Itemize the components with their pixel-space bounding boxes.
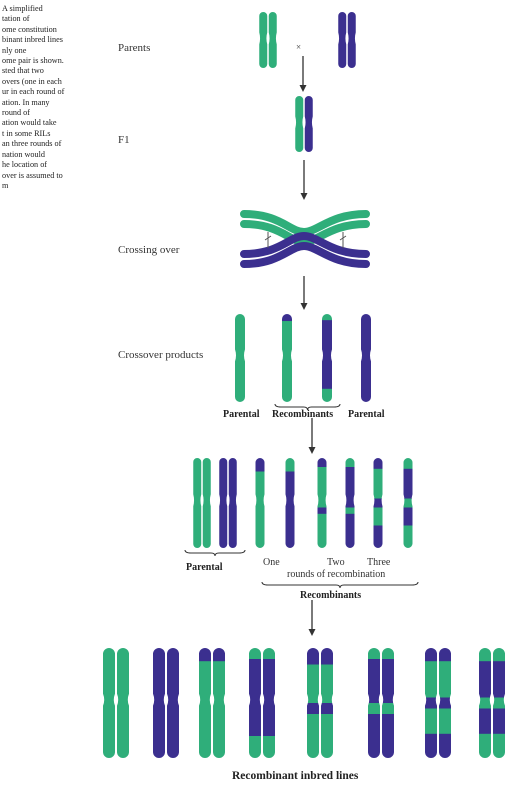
chromatid	[478, 648, 492, 759]
ril-line-1	[102, 648, 130, 759]
chromatid	[116, 648, 130, 759]
label-rounds-of-recombination: rounds of recombination	[287, 569, 385, 580]
label-one: One	[263, 557, 280, 568]
label-recombinants: Recombinants	[272, 409, 333, 420]
f1-chromosome	[294, 96, 314, 153]
row5-rec-one-b	[285, 458, 296, 549]
chromatid	[248, 648, 262, 759]
ril-line-2	[152, 648, 180, 759]
chromatid	[152, 648, 166, 759]
ril-line-3	[198, 648, 226, 759]
row5-parental-green	[192, 458, 212, 549]
product-parental-purple	[360, 314, 372, 403]
chromatid	[367, 648, 381, 759]
row5-rec-three-a	[373, 458, 384, 549]
label-parental-right: Parental	[348, 409, 384, 420]
row5-parental-purple	[218, 458, 238, 549]
label-parents: Parents	[118, 42, 150, 54]
chromatid	[192, 458, 202, 549]
arrowhead	[309, 447, 316, 454]
row5-rec-two-b	[345, 458, 356, 549]
chromatid	[294, 96, 304, 153]
label-parental-left: Parental	[223, 409, 259, 420]
chromatid	[347, 12, 357, 69]
chromatid	[202, 458, 212, 549]
arrowhead	[301, 303, 308, 310]
ril-line-5	[306, 648, 334, 759]
row5-rec-one-a	[255, 458, 266, 549]
ril-line-4	[248, 648, 276, 759]
product-recombinant-2	[321, 314, 333, 403]
row5-rec-two-a	[317, 458, 328, 549]
ril-line-8	[478, 648, 506, 759]
ril-line-6	[367, 648, 395, 759]
chromatid	[306, 648, 320, 759]
product-parental-green	[234, 314, 246, 403]
label-parental-row4: Parental	[186, 562, 222, 573]
cross-symbol: ×	[296, 42, 301, 52]
chromatid	[258, 12, 268, 69]
chromatid	[212, 648, 226, 759]
product-recombinant-1	[281, 314, 293, 403]
chromatid	[381, 648, 395, 759]
label-crossing-over: Crossing over	[118, 244, 179, 256]
arrowhead	[300, 85, 307, 92]
brace	[262, 582, 418, 588]
chromatid	[228, 458, 238, 549]
label-crossover-products: Crossover products	[118, 349, 203, 361]
chromatid	[262, 648, 276, 759]
parent-purple	[337, 12, 357, 69]
label-two: Two	[327, 557, 345, 568]
arrowhead	[309, 629, 316, 636]
arrowhead	[301, 193, 308, 200]
label-three: Three	[367, 557, 390, 568]
chromatid	[438, 648, 452, 759]
chromatid	[304, 96, 314, 153]
brace	[185, 550, 245, 556]
ril-line-7	[424, 648, 452, 759]
chromatid	[102, 648, 116, 759]
chromatid	[166, 648, 180, 759]
chromatid	[218, 458, 228, 549]
chromatid	[320, 648, 334, 759]
chromatid	[424, 648, 438, 759]
parent-green	[258, 12, 278, 69]
label-recombinants-row4: Recombinants	[300, 590, 361, 601]
chromatid	[337, 12, 347, 69]
label-f1: F1	[118, 134, 130, 146]
chromatid	[198, 648, 212, 759]
chromatid	[268, 12, 278, 69]
label-recombinant-inbred-lines: Recombinant inbred lines	[232, 770, 358, 782]
crossing-over-pair	[244, 214, 366, 264]
chromatid	[492, 648, 506, 759]
row5-rec-three-b	[403, 458, 414, 549]
